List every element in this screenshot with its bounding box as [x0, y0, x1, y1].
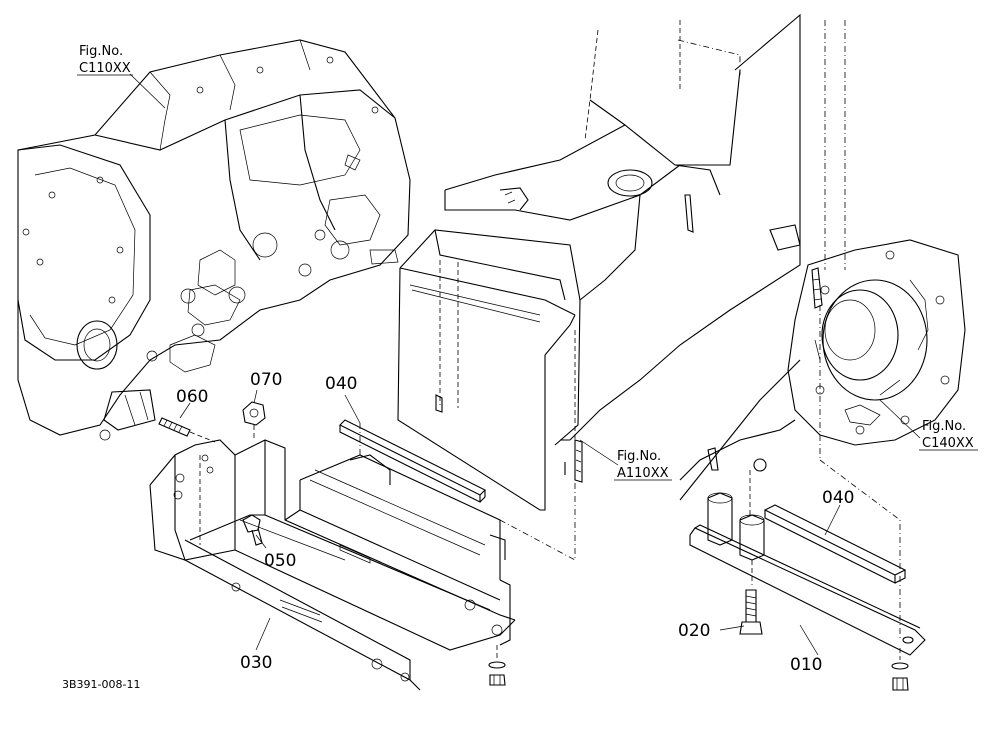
assembly-guide-lines: [359, 305, 901, 640]
fig-ref-c140-line1: Fig.No.: [922, 419, 966, 434]
part-label-030: 030: [240, 653, 272, 673]
part-label-050: 050: [264, 551, 296, 571]
part-label-020: 020: [678, 621, 710, 641]
bolt-060: [158, 417, 216, 443]
fig-ref-c110-line2: C110XX: [79, 61, 131, 76]
part-label-010: 010: [790, 655, 822, 675]
leader-lines: [129, 73, 921, 656]
bracket-010: [689, 470, 926, 656]
drawing-code: 3B391-008-11: [62, 678, 140, 691]
rubber-strip-040-right: [763, 504, 907, 584]
fig-ref-c140-line2: C140XX: [922, 436, 974, 451]
nut-washer-left: [488, 645, 506, 686]
part-label-040-left: 040: [325, 374, 357, 394]
fig-ref-c110-line1: Fig.No.: [79, 44, 123, 59]
fig-ref-c110: Fig.No. C110XX: [77, 44, 133, 76]
fuel-tank-assembly: [397, 13, 846, 511]
transmission-case: [17, 39, 411, 441]
nut-washer-right: [891, 648, 909, 691]
fig-ref-a110-line1: Fig.No.: [617, 449, 661, 464]
part-label-040-right: 040: [822, 488, 854, 508]
rubber-strip-040-left: [339, 419, 486, 503]
battery-bracket-030: [149, 439, 516, 691]
part-label-070: 070: [250, 370, 282, 390]
fig-ref-a110-line2: A110XX: [617, 466, 669, 481]
bolt-020: [739, 589, 763, 635]
fig-ref-c140: Fig.No. C140XX: [919, 419, 978, 451]
part-label-060: 060: [176, 387, 208, 407]
nut-070: [242, 401, 266, 440]
fig-ref-a110: Fig.No. A110XX: [614, 449, 672, 481]
bolt-050: [242, 514, 263, 546]
flange-housing: [679, 239, 966, 501]
